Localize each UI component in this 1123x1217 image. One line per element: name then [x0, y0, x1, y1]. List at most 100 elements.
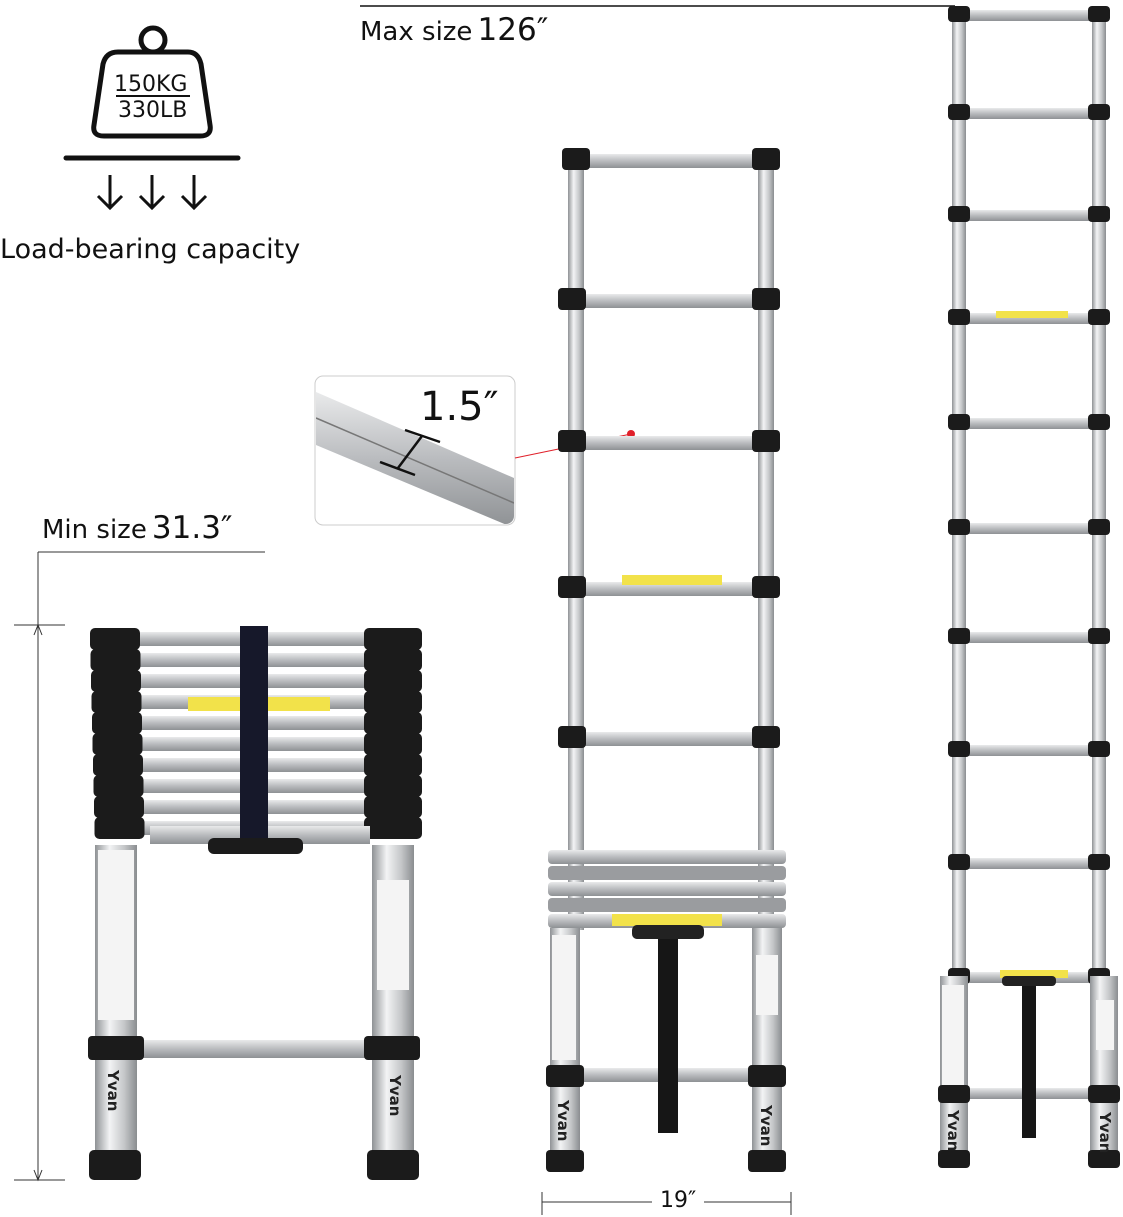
- rung-cap: [558, 726, 586, 748]
- rung-cap: [1088, 628, 1110, 644]
- rung-cap: [1088, 206, 1110, 222]
- safety-sticker: [552, 935, 576, 1060]
- rung-cap: [1088, 854, 1110, 870]
- collar: [546, 1065, 584, 1087]
- rung-cap: [948, 6, 970, 22]
- safety-sticker: [1096, 1000, 1114, 1050]
- rung-cap: [752, 148, 780, 170]
- rail-cap: [93, 754, 143, 776]
- foot: [1088, 1150, 1120, 1168]
- ladder-width-label: 19″: [660, 1188, 697, 1213]
- rail-cap: [364, 796, 422, 818]
- rail-cap: [364, 754, 422, 776]
- max-size: Max size 126″: [360, 12, 548, 48]
- rung-detail-inset: [314, 375, 635, 526]
- safety-sticker: [756, 955, 778, 1015]
- rung-cap: [1088, 104, 1110, 120]
- safety-sticker: [377, 880, 409, 990]
- handle: [1002, 976, 1056, 986]
- rung-cap: [948, 741, 970, 757]
- load-caption: Load-bearing capacity: [0, 234, 301, 265]
- max-size-label: Max size: [360, 17, 473, 47]
- rung-cap: [948, 309, 970, 325]
- rung-cap: [948, 519, 970, 535]
- rail-cap: [91, 670, 141, 692]
- down-arrows-icon: [96, 175, 208, 211]
- warning-label: [612, 914, 722, 926]
- rung-cap: [1088, 309, 1110, 325]
- collapsed-section: [548, 898, 786, 912]
- rung-cap: [752, 430, 780, 452]
- warning-label: [622, 575, 722, 585]
- safety-sticker: [942, 985, 964, 1085]
- rung-cap: [558, 576, 586, 598]
- foot: [367, 1150, 419, 1180]
- strap: [1022, 980, 1036, 1138]
- handle: [208, 838, 303, 854]
- rung-cap: [1088, 414, 1110, 430]
- warning-label: [996, 311, 1068, 318]
- rung-cap: [948, 854, 970, 870]
- collar: [748, 1065, 786, 1087]
- weight-lb: 330LB: [118, 98, 188, 123]
- collar: [364, 1036, 420, 1060]
- max-size-value: 126″: [477, 12, 549, 48]
- weight-kg: 150KG: [114, 72, 188, 97]
- rung-cap: [948, 414, 970, 430]
- rail-cap: [364, 712, 422, 734]
- rung: [960, 523, 1098, 534]
- rail-cap: [90, 649, 141, 671]
- min-size-value: 31.3″: [151, 510, 233, 546]
- weight-icon: [91, 25, 213, 139]
- rail-cap: [92, 733, 143, 755]
- rung-cap: [1088, 741, 1110, 757]
- handle: [632, 925, 704, 939]
- collar: [938, 1085, 970, 1103]
- half-extended-ladder: Yvan Yvan: [546, 148, 786, 1172]
- safety-sticker: [98, 850, 134, 1020]
- rail-cap: [364, 733, 422, 755]
- collapsed-section: [548, 866, 786, 880]
- rung: [960, 108, 1098, 119]
- collapsed-section: [548, 882, 786, 896]
- rung: [140, 1040, 368, 1058]
- right-rail: [1092, 8, 1106, 1158]
- width-dimension: [541, 1192, 792, 1215]
- min-size-label: Min size: [42, 515, 147, 545]
- rung: [580, 436, 762, 450]
- rung: [580, 154, 762, 168]
- right-rail: [758, 150, 774, 930]
- collar: [1088, 1085, 1120, 1103]
- rung: [960, 632, 1098, 643]
- foot: [89, 1150, 141, 1180]
- rung: [580, 582, 762, 596]
- min-size-dimension: [14, 551, 265, 1182]
- rung-cap: [1088, 519, 1110, 535]
- foot: [546, 1150, 584, 1172]
- rung-cap: [948, 206, 970, 222]
- rail-cap: [364, 775, 422, 797]
- foot: [748, 1150, 786, 1172]
- rung: [580, 294, 762, 308]
- rail-cap: [92, 712, 142, 734]
- rung: [960, 858, 1098, 869]
- min-size: Min size 31.3″: [42, 510, 233, 546]
- rung: [960, 418, 1098, 429]
- collar: [88, 1036, 144, 1060]
- brand-logo: Yvan: [554, 1099, 572, 1141]
- rail-cap: [364, 670, 422, 692]
- rung: [960, 210, 1098, 221]
- rung: [580, 732, 762, 746]
- brand-logo: Yvan: [757, 1104, 775, 1146]
- rail-cap: [364, 649, 422, 671]
- rung-cap: [752, 726, 780, 748]
- rung: [960, 10, 1098, 21]
- rung-cap: [1088, 6, 1110, 22]
- brand-logo: Yvan: [104, 1069, 122, 1111]
- foot: [938, 1150, 970, 1168]
- rail-cap: [94, 796, 144, 818]
- rung-cap: [948, 104, 970, 120]
